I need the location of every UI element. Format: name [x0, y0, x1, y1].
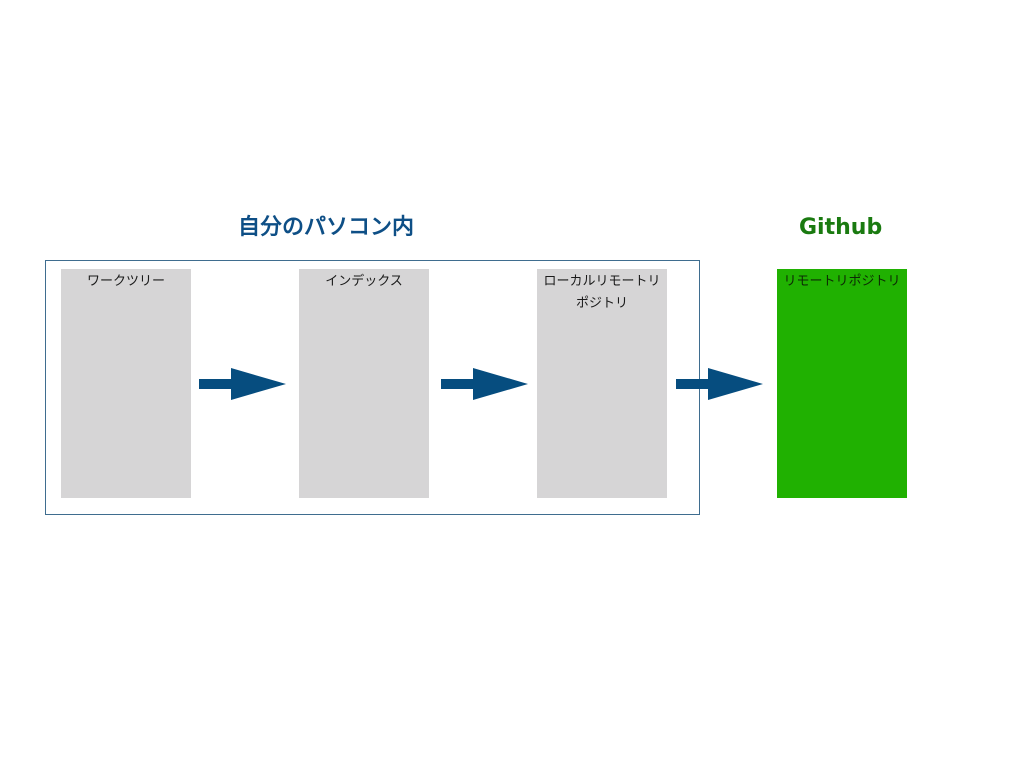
remote-repository-box: リモートリポジトリ	[777, 269, 907, 498]
local-pc-title: 自分のパソコン内	[238, 215, 415, 240]
right-arrow-icon	[198, 366, 288, 402]
right-arrow-icon	[675, 366, 765, 402]
remote-repository-label: リモートリポジトリ	[783, 274, 901, 289]
local-repository-box: ローカルリモートリポジトリ	[537, 269, 667, 498]
worktree-label: ワークツリー	[86, 274, 165, 289]
worktree-box: ワークツリー	[61, 269, 191, 498]
github-title: Github	[799, 215, 883, 240]
index-label: インデックス	[325, 274, 403, 289]
local-repository-label: ローカルリモートリポジトリ	[543, 274, 661, 311]
right-arrow-icon	[440, 366, 530, 402]
index-box: インデックス	[299, 269, 429, 498]
